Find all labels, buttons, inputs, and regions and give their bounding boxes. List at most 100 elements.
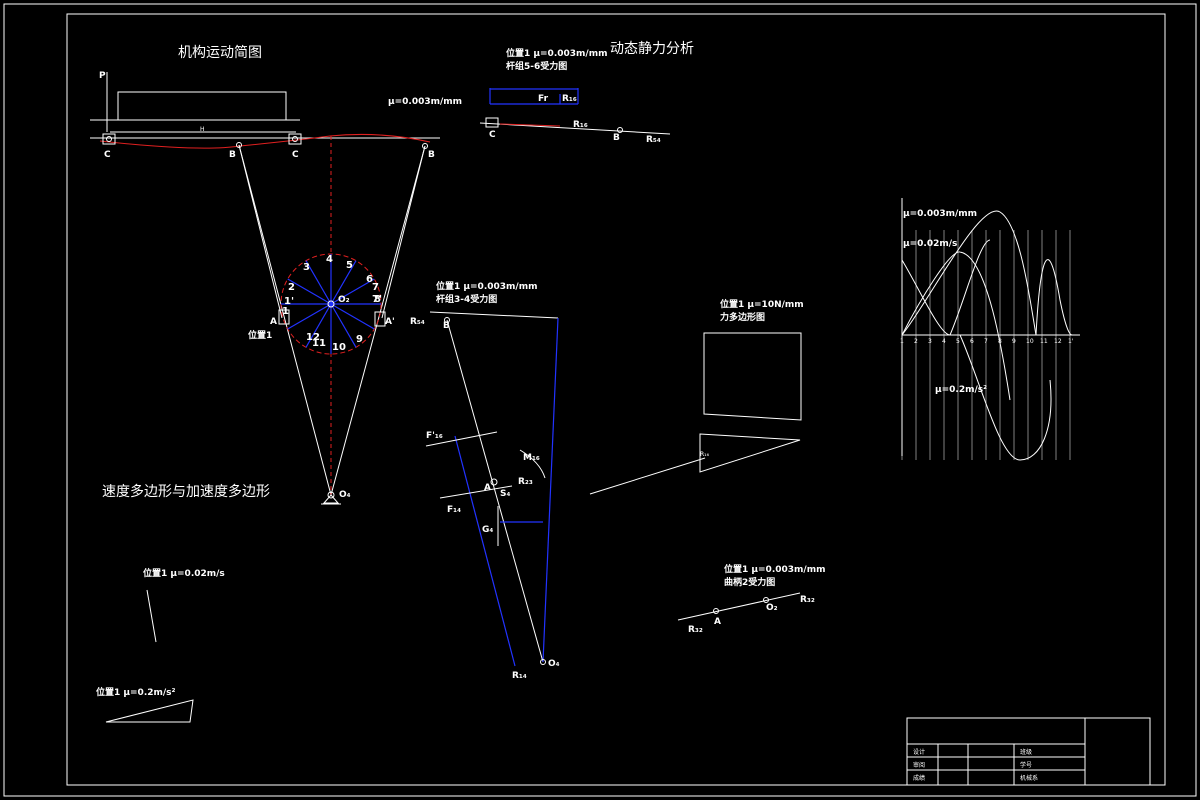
sheet-border bbox=[3, 3, 1197, 797]
label-c-56: C bbox=[489, 130, 496, 140]
tb-student-no: 学号 bbox=[1020, 761, 1032, 769]
crank-spoke bbox=[287, 278, 332, 305]
tb-grade: 成绩 bbox=[913, 774, 925, 782]
crank-position-label: 1' bbox=[284, 296, 294, 307]
label-r32: R₃₂ bbox=[688, 625, 703, 635]
crank-spoke bbox=[330, 278, 375, 305]
crank-position-label: 7' bbox=[372, 294, 382, 305]
group56-diagram: 位置1 μ=0.003m/mm 杆组5-6受力图 Fr R₁₆ C R₁₆ B … bbox=[479, 47, 671, 145]
crank-position-label: 6 bbox=[366, 274, 373, 285]
crank-position-label: 11 bbox=[312, 338, 326, 349]
title-mechanism: 机构运动简图 bbox=[178, 44, 262, 61]
title-dynamic: 动态静力分析 bbox=[610, 41, 694, 57]
label-a-crank: A bbox=[714, 617, 721, 627]
label-r23: R₂₃ bbox=[518, 477, 533, 487]
caption-forcepoly: 力多边形图 bbox=[720, 311, 765, 323]
crank-position-label: 7 bbox=[372, 282, 379, 293]
graph-tick-label: 1 bbox=[900, 338, 904, 345]
tb-check: 审阅 bbox=[913, 761, 925, 769]
scale-forcepoly: 位置1 μ=10N/mm bbox=[720, 298, 804, 310]
scale-mech: μ=0.003m/mm bbox=[388, 97, 462, 107]
crank-position-label: 9 bbox=[356, 334, 363, 345]
graph-tick-label: 1' bbox=[1068, 338, 1074, 345]
crank-position-label: 12 bbox=[306, 332, 320, 343]
crank-position-label: 5 bbox=[346, 260, 353, 271]
mechanism-sketch: P H C C B B μ=0.003m/mm O₂ A A' 位置1 bbox=[90, 71, 462, 505]
crank-spoke bbox=[305, 260, 332, 305]
title-block: 设计 审阅 成绩 班级 学号 机械系 bbox=[906, 717, 1151, 786]
label-fp-r16: R₁₆ bbox=[700, 451, 710, 458]
caption-56: 杆组5-6受力图 bbox=[506, 60, 567, 72]
label-c-left: C bbox=[104, 150, 111, 160]
crank-spoke bbox=[330, 303, 375, 330]
crank-spoke bbox=[287, 303, 332, 330]
crank-position-label: 3 bbox=[303, 262, 310, 273]
graph-scale-s: μ=0.003m/mm bbox=[903, 209, 977, 219]
label-g6: R₁₆ bbox=[573, 120, 588, 130]
crank-position-label: 1 bbox=[282, 306, 289, 317]
label-r65: R₅₄ bbox=[646, 135, 661, 145]
graph-tick-label: 9 bbox=[1012, 338, 1016, 345]
caption-crank: 曲柄2受力图 bbox=[724, 576, 775, 588]
crank-position-label: 4 bbox=[326, 254, 333, 265]
label-m16: M₁₆ bbox=[523, 453, 540, 463]
label-a-prime: A' bbox=[385, 317, 395, 327]
label-r16: R₁₆ bbox=[562, 94, 577, 104]
label-o2: O₂ bbox=[338, 295, 350, 305]
caption-34: 杆组3-4受力图 bbox=[436, 293, 497, 305]
graph-tick-label: 6 bbox=[970, 338, 974, 345]
label-r54: R₅₄ bbox=[410, 317, 425, 327]
crank-spoke bbox=[330, 260, 357, 305]
label-b-left: B bbox=[229, 150, 236, 160]
label-r12: R₃₂ bbox=[800, 595, 815, 605]
tb-design: 设计 bbox=[913, 748, 925, 756]
label-p: P bbox=[99, 71, 106, 81]
scale-acc: 位置1 μ=0.2m/s² bbox=[96, 686, 176, 698]
graph-tick-label: 4 bbox=[942, 338, 946, 345]
graph-scale-a: μ=0.2m/s² bbox=[935, 385, 987, 395]
label-b-34: B bbox=[443, 321, 450, 331]
group34-diagram: 位置1 μ=0.003m/mm 杆组3-4受力图 R₅₄ B F'₁₆ M₁₆ … bbox=[410, 280, 560, 681]
label-r14: R₁₄ bbox=[512, 671, 527, 681]
graph-tick-label: 11 bbox=[1040, 338, 1048, 345]
graph-tick-label: 12 bbox=[1054, 338, 1062, 345]
graph-tick-label: 5 bbox=[956, 338, 960, 345]
crank-spoke bbox=[305, 303, 332, 348]
force-polygon: 位置1 μ=10N/mm 力多边形图 R₁₆ bbox=[589, 298, 804, 495]
label-o4-34: O₄ bbox=[548, 659, 560, 669]
scale-34: 位置1 μ=0.003m/mm bbox=[436, 280, 537, 292]
label-fr: Fr bbox=[538, 94, 549, 104]
crank-diagram: 位置1 μ=0.003m/mm 曲柄2受力图 A O₂ R₃₂ R₃₂ bbox=[677, 563, 825, 635]
scale-56: 位置1 μ=0.003m/mm bbox=[506, 47, 607, 59]
label-b-right: B bbox=[428, 150, 435, 160]
label-f16p: F'₁₆ bbox=[426, 431, 443, 441]
label-position1: 位置1 bbox=[248, 329, 272, 341]
graph-tick-label: 8 bbox=[998, 338, 1002, 345]
crank-position-label: 2 bbox=[288, 282, 295, 293]
velocity-polygon: 位置1 μ=0.02m/s bbox=[143, 567, 225, 643]
graph-tick-label: 10 bbox=[1026, 338, 1034, 345]
label-o2-crank: O₂ bbox=[766, 603, 778, 613]
drawing-frame bbox=[66, 13, 1166, 786]
label-b-56: B bbox=[613, 133, 620, 143]
crank-spoke bbox=[330, 303, 357, 348]
graph-tick-label: 3 bbox=[928, 338, 932, 345]
label-a-34: A bbox=[484, 483, 491, 493]
tb-class: 班级 bbox=[1020, 748, 1032, 756]
label-g4: G₄ bbox=[482, 525, 493, 535]
graph-tick-label: 2 bbox=[914, 338, 918, 345]
label-s4: S₄ bbox=[500, 489, 510, 499]
label-o4-mech: O₄ bbox=[339, 490, 351, 500]
crank-position-label: 8 bbox=[374, 294, 381, 305]
acceleration-polygon: 位置1 μ=0.2m/s² bbox=[96, 686, 194, 723]
crank-position-label: 10 bbox=[332, 342, 346, 353]
tb-school: 机械系 bbox=[1020, 774, 1038, 782]
scale-vel: 位置1 μ=0.02m/s bbox=[143, 567, 225, 579]
label-h: H bbox=[200, 126, 205, 133]
title-polygons: 速度多边形与加速度多边形 bbox=[102, 483, 270, 500]
graph-tick-label: 7 bbox=[984, 338, 988, 345]
label-f14: F₁₄ bbox=[447, 505, 461, 515]
label-a-mech: A bbox=[270, 317, 277, 327]
